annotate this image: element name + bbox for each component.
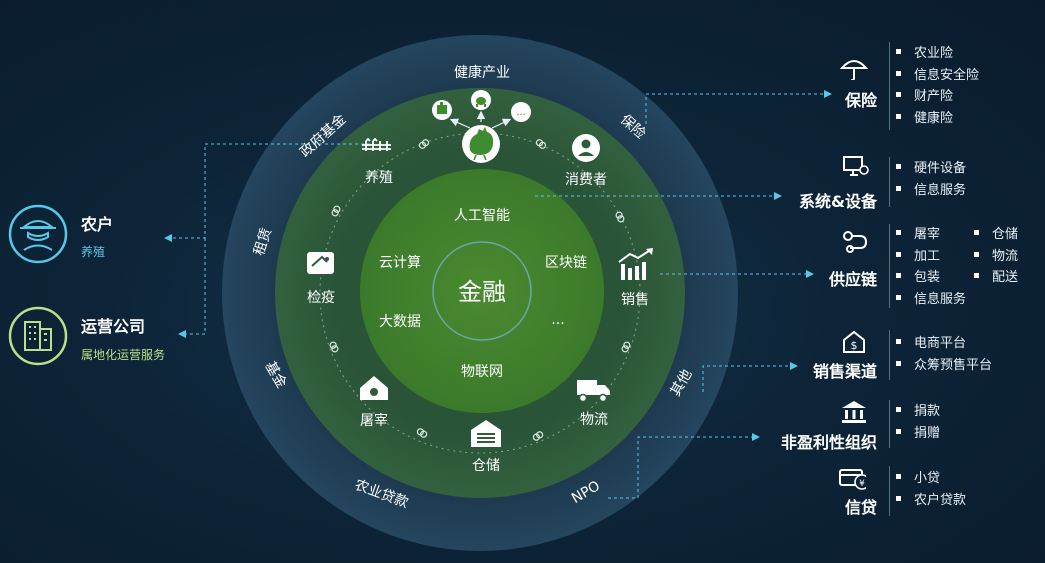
consumer-icon <box>572 134 600 162</box>
systems-title: 系统&设备 <box>799 192 877 211</box>
list-item: 小贷 <box>896 468 966 490</box>
arrow-to-more-icon <box>491 118 512 129</box>
institution-icon <box>842 401 866 423</box>
insurance-panel: 保险 农业险 信息安全险 财产险 健康险 <box>770 42 1045 132</box>
inspection-icon <box>307 252 334 274</box>
warehouse-icon <box>471 420 501 447</box>
list-item: 农业险 <box>896 43 979 65</box>
nonprofit-title: 非盈利性组织 <box>780 433 877 452</box>
node-consumer-label: 消费者 <box>565 172 607 188</box>
inner-more-label: ... <box>551 312 564 328</box>
farmer-subtitle: 养殖 <box>81 245 106 259</box>
sales-channel-list: 电商平台 众筹预售平台 <box>896 333 992 376</box>
node-sales-label: 销售 <box>621 292 649 308</box>
chain-path <box>319 132 641 454</box>
connector-insurance <box>645 90 832 124</box>
farmer-icon <box>8 204 68 264</box>
supply-panel: 供应链 屠宰 加工 包装 信息服务 仓储 物流 配送 <box>770 224 1045 310</box>
systems-panel: 系统&设备 硬件设备 信息服务 <box>770 155 1045 211</box>
operator-card: 运营公司 属地化运营服务 <box>7 305 207 367</box>
systems-separator <box>889 157 890 207</box>
chain-link-icons <box>329 139 631 441</box>
node-inspection-label: 检疫 <box>307 290 335 306</box>
node-slaughter-label: 屠宰 <box>360 413 388 429</box>
operator-title: 运营公司 <box>81 317 146 336</box>
svg-text:$: $ <box>851 339 858 352</box>
inner-iot-label: 物联网 <box>461 364 503 380</box>
nonprofit-list: 捐款 捐赠 <box>896 401 940 444</box>
connector-breeding-farmer <box>164 143 370 242</box>
monitor-gear-icon <box>843 156 869 176</box>
list-item: 财产险 <box>896 86 979 108</box>
umbrella-icon <box>840 60 868 80</box>
list-item: 捐赠 <box>896 423 940 445</box>
inner-bigdata-label: 大数据 <box>379 314 421 330</box>
sales-channel-separator <box>889 330 890 380</box>
list-item: 捐款 <box>896 401 940 423</box>
credit-list: 小贷 农户贷款 <box>896 468 966 511</box>
node-logistics-label: 物流 <box>580 412 608 428</box>
list-item: 物流 <box>974 246 1034 268</box>
more-small-icon: ... <box>511 102 531 122</box>
inner-blockchain-label: 区块链 <box>545 255 587 271</box>
list-item: 众筹预售平台 <box>896 355 992 377</box>
farmer-title: 农户 <box>81 215 114 234</box>
more-small-label: ... <box>516 107 526 118</box>
list-item: 信息服务 <box>896 180 966 202</box>
truck-icon <box>577 380 610 403</box>
credit-separator <box>889 466 890 516</box>
nonprofit-panel: 非盈利性组织 捐款 捐赠 <box>760 400 1045 452</box>
node-breeding-label: 养殖 <box>365 169 393 186</box>
farmer-card: 农户 养殖 <box>7 203 167 264</box>
chicken-icon <box>462 125 500 163</box>
yen-card-icon: ¥ <box>839 469 866 490</box>
list-item: 加工 <box>896 246 974 268</box>
svg-text:¥: ¥ <box>859 479 865 489</box>
list-item: 配送 <box>974 267 1034 289</box>
supply-list: 屠宰 加工 包装 信息服务 仓储 物流 配送 <box>896 224 1034 310</box>
operator-subtitle: 属地化运营服务 <box>81 348 166 362</box>
credit-panel: ¥ 信贷 小贷 农户贷款 <box>770 466 1045 520</box>
list-item: 信息安全险 <box>896 65 979 87</box>
inner-ai-label: 人工智能 <box>454 208 510 224</box>
building-icon <box>8 306 68 366</box>
sales-channel-panel: $ 销售渠道 电商平台 众筹预售平台 <box>770 330 1045 382</box>
slaughter-house-icon <box>360 376 388 400</box>
list-item: 农户贷款 <box>896 490 966 512</box>
list-item: 包装 <box>896 267 974 289</box>
livestock-small-icon <box>471 90 491 110</box>
sales-chart-icon <box>618 248 653 280</box>
list-item: 健康险 <box>896 108 979 130</box>
dollar-tag-icon: $ <box>843 330 865 353</box>
slaughter-small-icon <box>432 100 452 120</box>
inner-cloud-label: 云计算 <box>379 255 421 271</box>
insurance-list: 农业险 信息安全险 财产险 健康险 <box>896 43 979 129</box>
credit-title: 信贷 <box>844 498 877 517</box>
arrow-to-slaughter-icon <box>449 118 471 129</box>
connector-nonprofit <box>608 433 760 499</box>
list-item: 仓储 <box>974 224 1034 246</box>
core-finance-label: 金融 <box>458 278 506 306</box>
list-item: 信息服务 <box>896 289 974 311</box>
node-storage-label: 仓储 <box>472 458 500 474</box>
sales-channel-title: 销售渠道 <box>812 362 877 381</box>
nonprofit-separator <box>889 400 890 448</box>
list-item: 电商平台 <box>896 333 992 355</box>
supply-title: 供应链 <box>828 270 877 289</box>
fence-icon <box>362 137 391 151</box>
core-ring <box>432 241 532 341</box>
list-item: 硬件设备 <box>896 158 966 180</box>
supply-separator <box>889 224 890 308</box>
outer-label-top: 健康产业 <box>454 64 510 81</box>
connector-operator <box>178 238 206 338</box>
insurance-title: 保险 <box>844 91 877 110</box>
route-icon <box>843 231 868 253</box>
connector-sales-channel <box>702 362 798 392</box>
insurance-separator <box>889 42 890 130</box>
inner-circle <box>360 169 604 413</box>
systems-list: 硬件设备 信息服务 <box>896 158 966 201</box>
list-item: 屠宰 <box>896 224 974 246</box>
